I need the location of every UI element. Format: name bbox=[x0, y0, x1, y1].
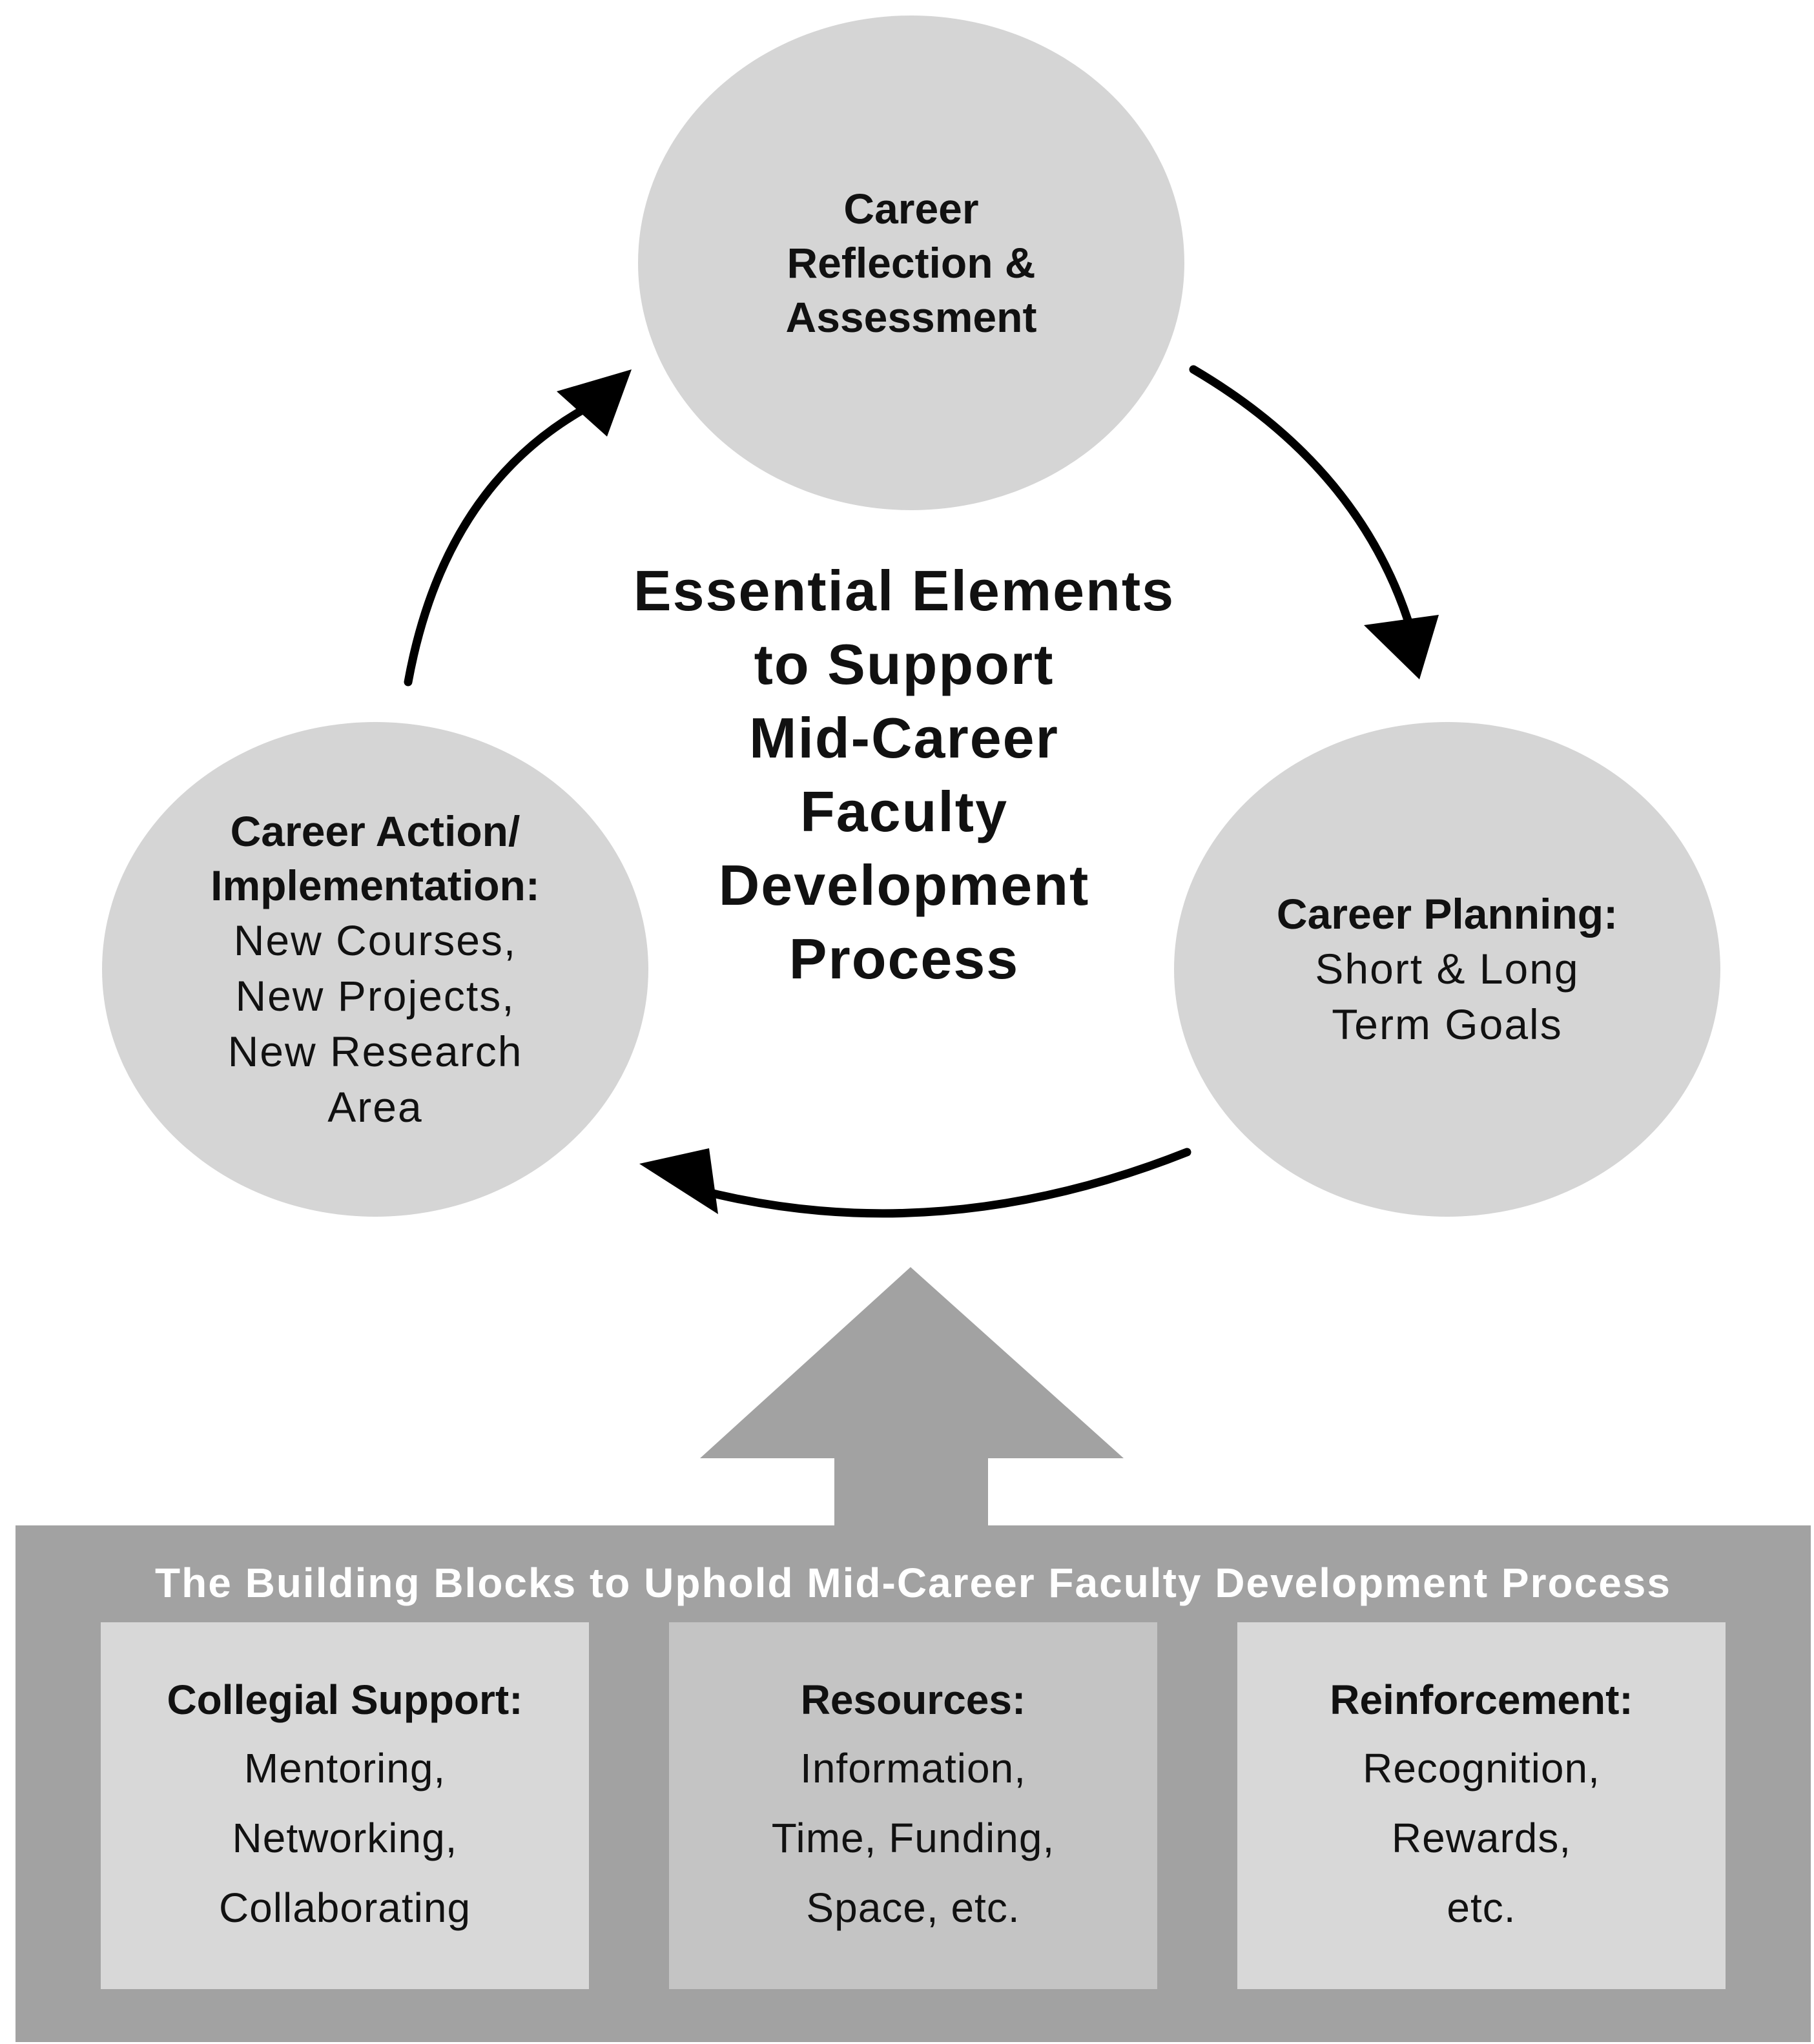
node-career-action: Career Action/ Implementation: New Cours… bbox=[102, 722, 648, 1217]
node-body-line: Short & Long bbox=[1315, 945, 1580, 993]
arrow-reflection-to-planning bbox=[1189, 365, 1412, 625]
block-line: Space, etc. bbox=[806, 1884, 1020, 1931]
node-title-line: Reflection & bbox=[787, 239, 1036, 287]
center-title-line: Development bbox=[718, 853, 1090, 917]
center-title-line: Mid-Career bbox=[749, 706, 1059, 770]
block-title: Collegial Support: bbox=[167, 1677, 523, 1723]
node-title-line: Career Action/ bbox=[230, 807, 520, 855]
node-title-line: Implementation: bbox=[211, 862, 540, 909]
node-title-line: Career bbox=[843, 185, 979, 232]
support-up-arrow bbox=[700, 1267, 1124, 1537]
center-title-line: Process bbox=[788, 927, 1020, 991]
block-line: Rewards, bbox=[1391, 1815, 1572, 1861]
node-body-line: Term Goals bbox=[1332, 1000, 1563, 1048]
building-blocks-title: The Building Blocks to Uphold Mid-Career… bbox=[155, 1560, 1671, 1606]
diagram-center-title: Essential Elements to Support Mid-Career… bbox=[555, 554, 1253, 996]
node-title-line: Assessment bbox=[785, 293, 1037, 341]
node-body-line: New Projects, bbox=[235, 972, 515, 1020]
block-line: Time, Funding, bbox=[771, 1815, 1055, 1861]
block-line: Mentoring, bbox=[243, 1745, 446, 1791]
block-title: Resources: bbox=[800, 1677, 1026, 1723]
center-title-line: to Support bbox=[754, 632, 1055, 696]
node-body-line: New Research bbox=[227, 1027, 523, 1075]
node-body-line: New Courses, bbox=[233, 916, 517, 964]
center-title-line: Faculty bbox=[799, 779, 1009, 843]
arrowhead-to-planning bbox=[1364, 615, 1439, 679]
node-career-reflection: Career Reflection & Assessment bbox=[638, 15, 1184, 510]
center-title-line: Essential Elements bbox=[633, 559, 1175, 623]
block-resources: Resources: Information, Time, Funding, S… bbox=[669, 1622, 1157, 1989]
block-line: Collaborating bbox=[218, 1884, 471, 1931]
building-blocks-panel: The Building Blocks to Uphold Mid-Career… bbox=[15, 1525, 1811, 2042]
arrow-planning-to-action bbox=[693, 1148, 1191, 1218]
block-line: Networking, bbox=[232, 1815, 458, 1861]
node-career-planning: Career Planning: Short & Long Term Goals bbox=[1174, 722, 1720, 1217]
node-title-line: Career Planning: bbox=[1276, 890, 1618, 938]
arrowhead-to-action bbox=[639, 1148, 718, 1214]
block-line: Recognition, bbox=[1363, 1745, 1600, 1791]
block-collegial-support: Collegial Support: Mentoring, Networking… bbox=[101, 1622, 589, 1989]
arrowhead-to-reflection bbox=[557, 369, 632, 437]
arrow-action-to-reflection bbox=[404, 406, 586, 686]
block-reinforcement: Reinforcement: Recognition, Rewards, etc… bbox=[1237, 1622, 1726, 1989]
block-title: Reinforcement: bbox=[1330, 1677, 1633, 1723]
block-line: etc. bbox=[1447, 1884, 1516, 1931]
node-body-line: Area bbox=[327, 1083, 423, 1131]
block-line: Information, bbox=[800, 1745, 1026, 1791]
